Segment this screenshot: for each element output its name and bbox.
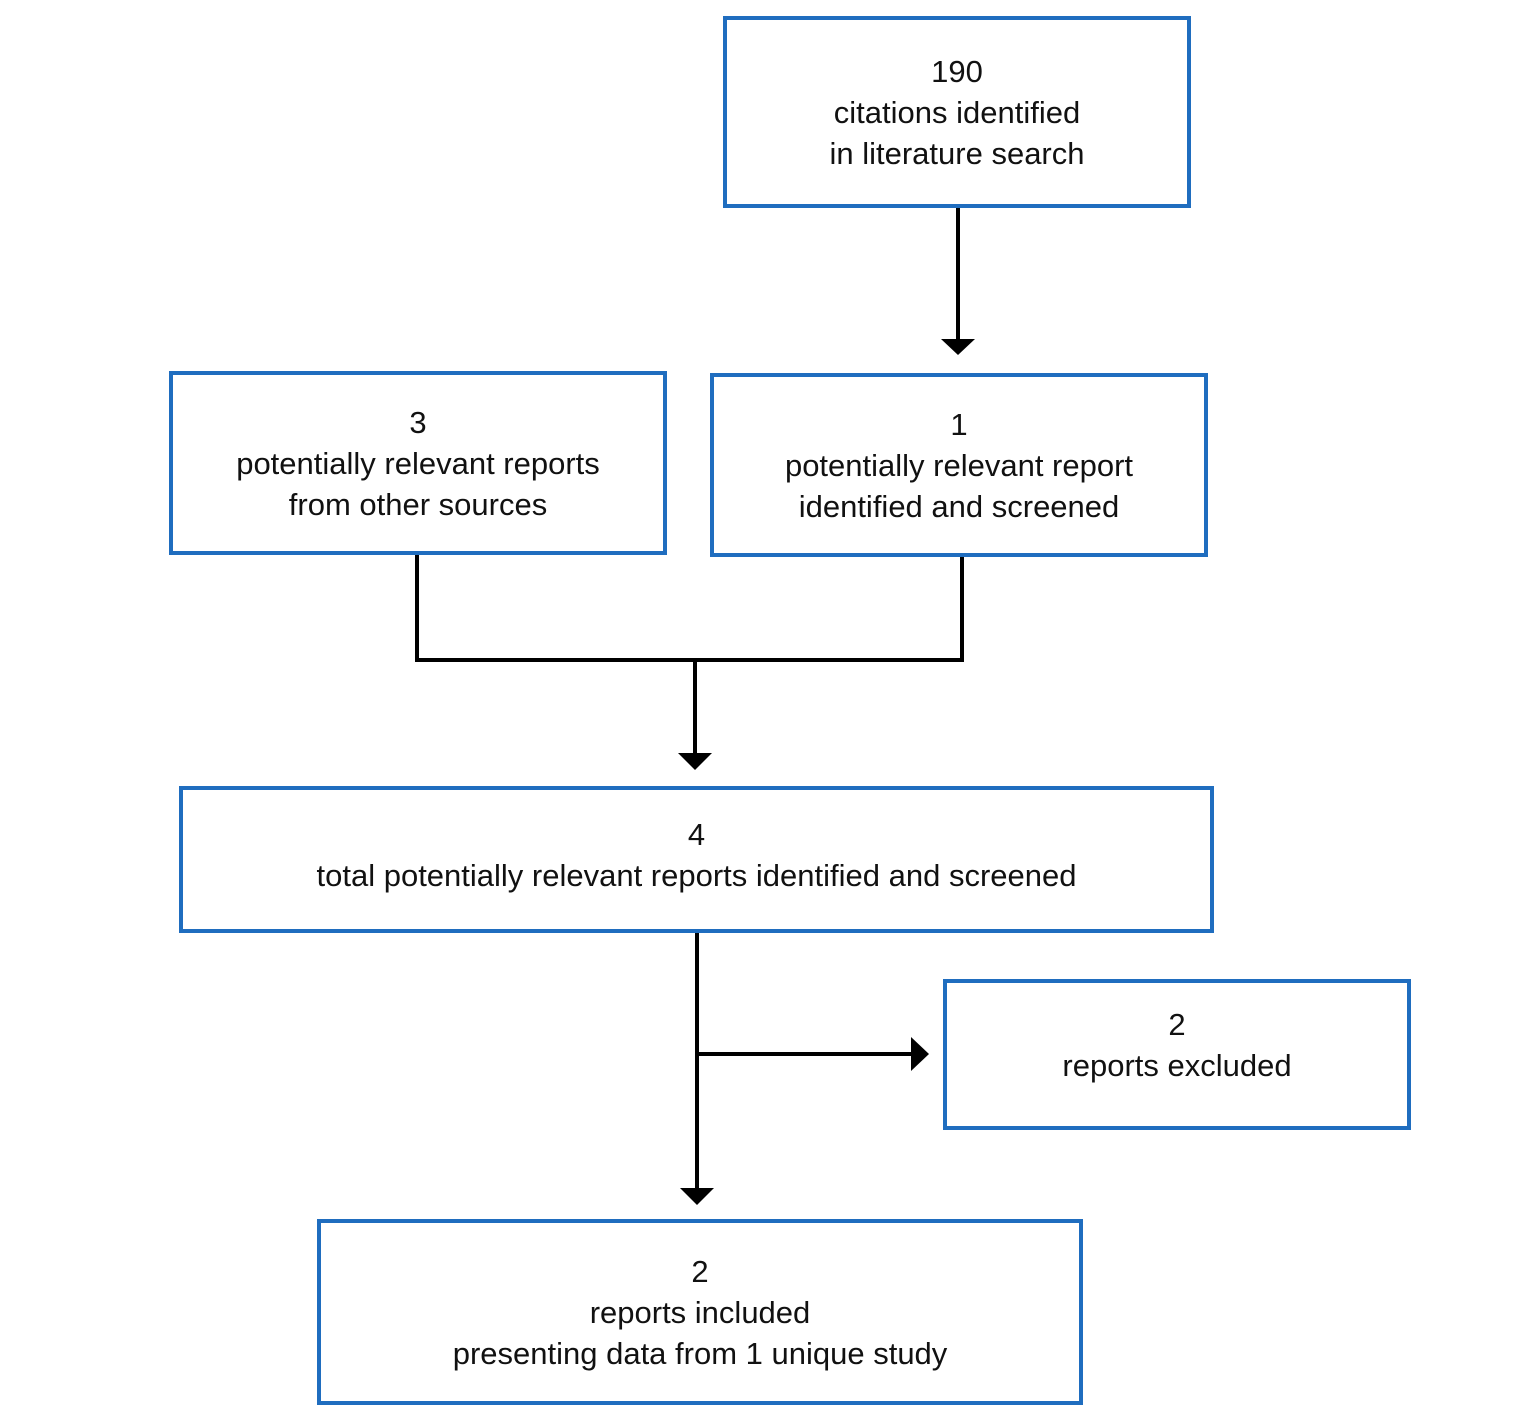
other-sources-label-line2: from other sources [288,486,548,522]
box-other-sources: 3 potentially relevant reports from othe… [169,371,667,555]
search-label-line1: citations identified [833,94,1081,130]
connector-merge [415,555,964,662]
search-label-line2: in literature search [829,135,1085,171]
arrowhead-down-total [678,753,712,770]
screened-label-line1: potentially relevant report [784,447,1134,483]
included-label-line2: presenting data from 1 unique study [452,1335,948,1371]
box-reports-included: 2 reports included presenting data from … [317,1219,1083,1405]
arrowhead-down-screened [941,339,975,355]
total-count: 4 [687,816,706,852]
arrowhead-right-excluded [911,1037,929,1071]
box-total-screened: 4 total potentially relevant reports ide… [179,786,1214,933]
screened-count: 1 [950,406,968,442]
box-identified-screened: 1 potentially relevant report identified… [710,373,1208,557]
box-literature-search: 190 citations identified in literature s… [723,16,1191,208]
other-sources-label-line1: potentially relevant reports [236,445,600,481]
other-sources-count: 3 [409,404,427,440]
included-count: 2 [691,1253,709,1289]
excluded-label: reports excluded [1062,1047,1292,1083]
excluded-count: 2 [1168,1006,1186,1042]
included-label-line1: reports included [589,1294,811,1330]
box-reports-excluded: 2 reports excluded [943,979,1411,1130]
screened-label-line2: identified and screened [798,488,1120,524]
arrowhead-down-included [680,1188,714,1205]
search-count: 190 [931,53,983,89]
total-label: total potentially relevant reports ident… [316,857,1077,893]
